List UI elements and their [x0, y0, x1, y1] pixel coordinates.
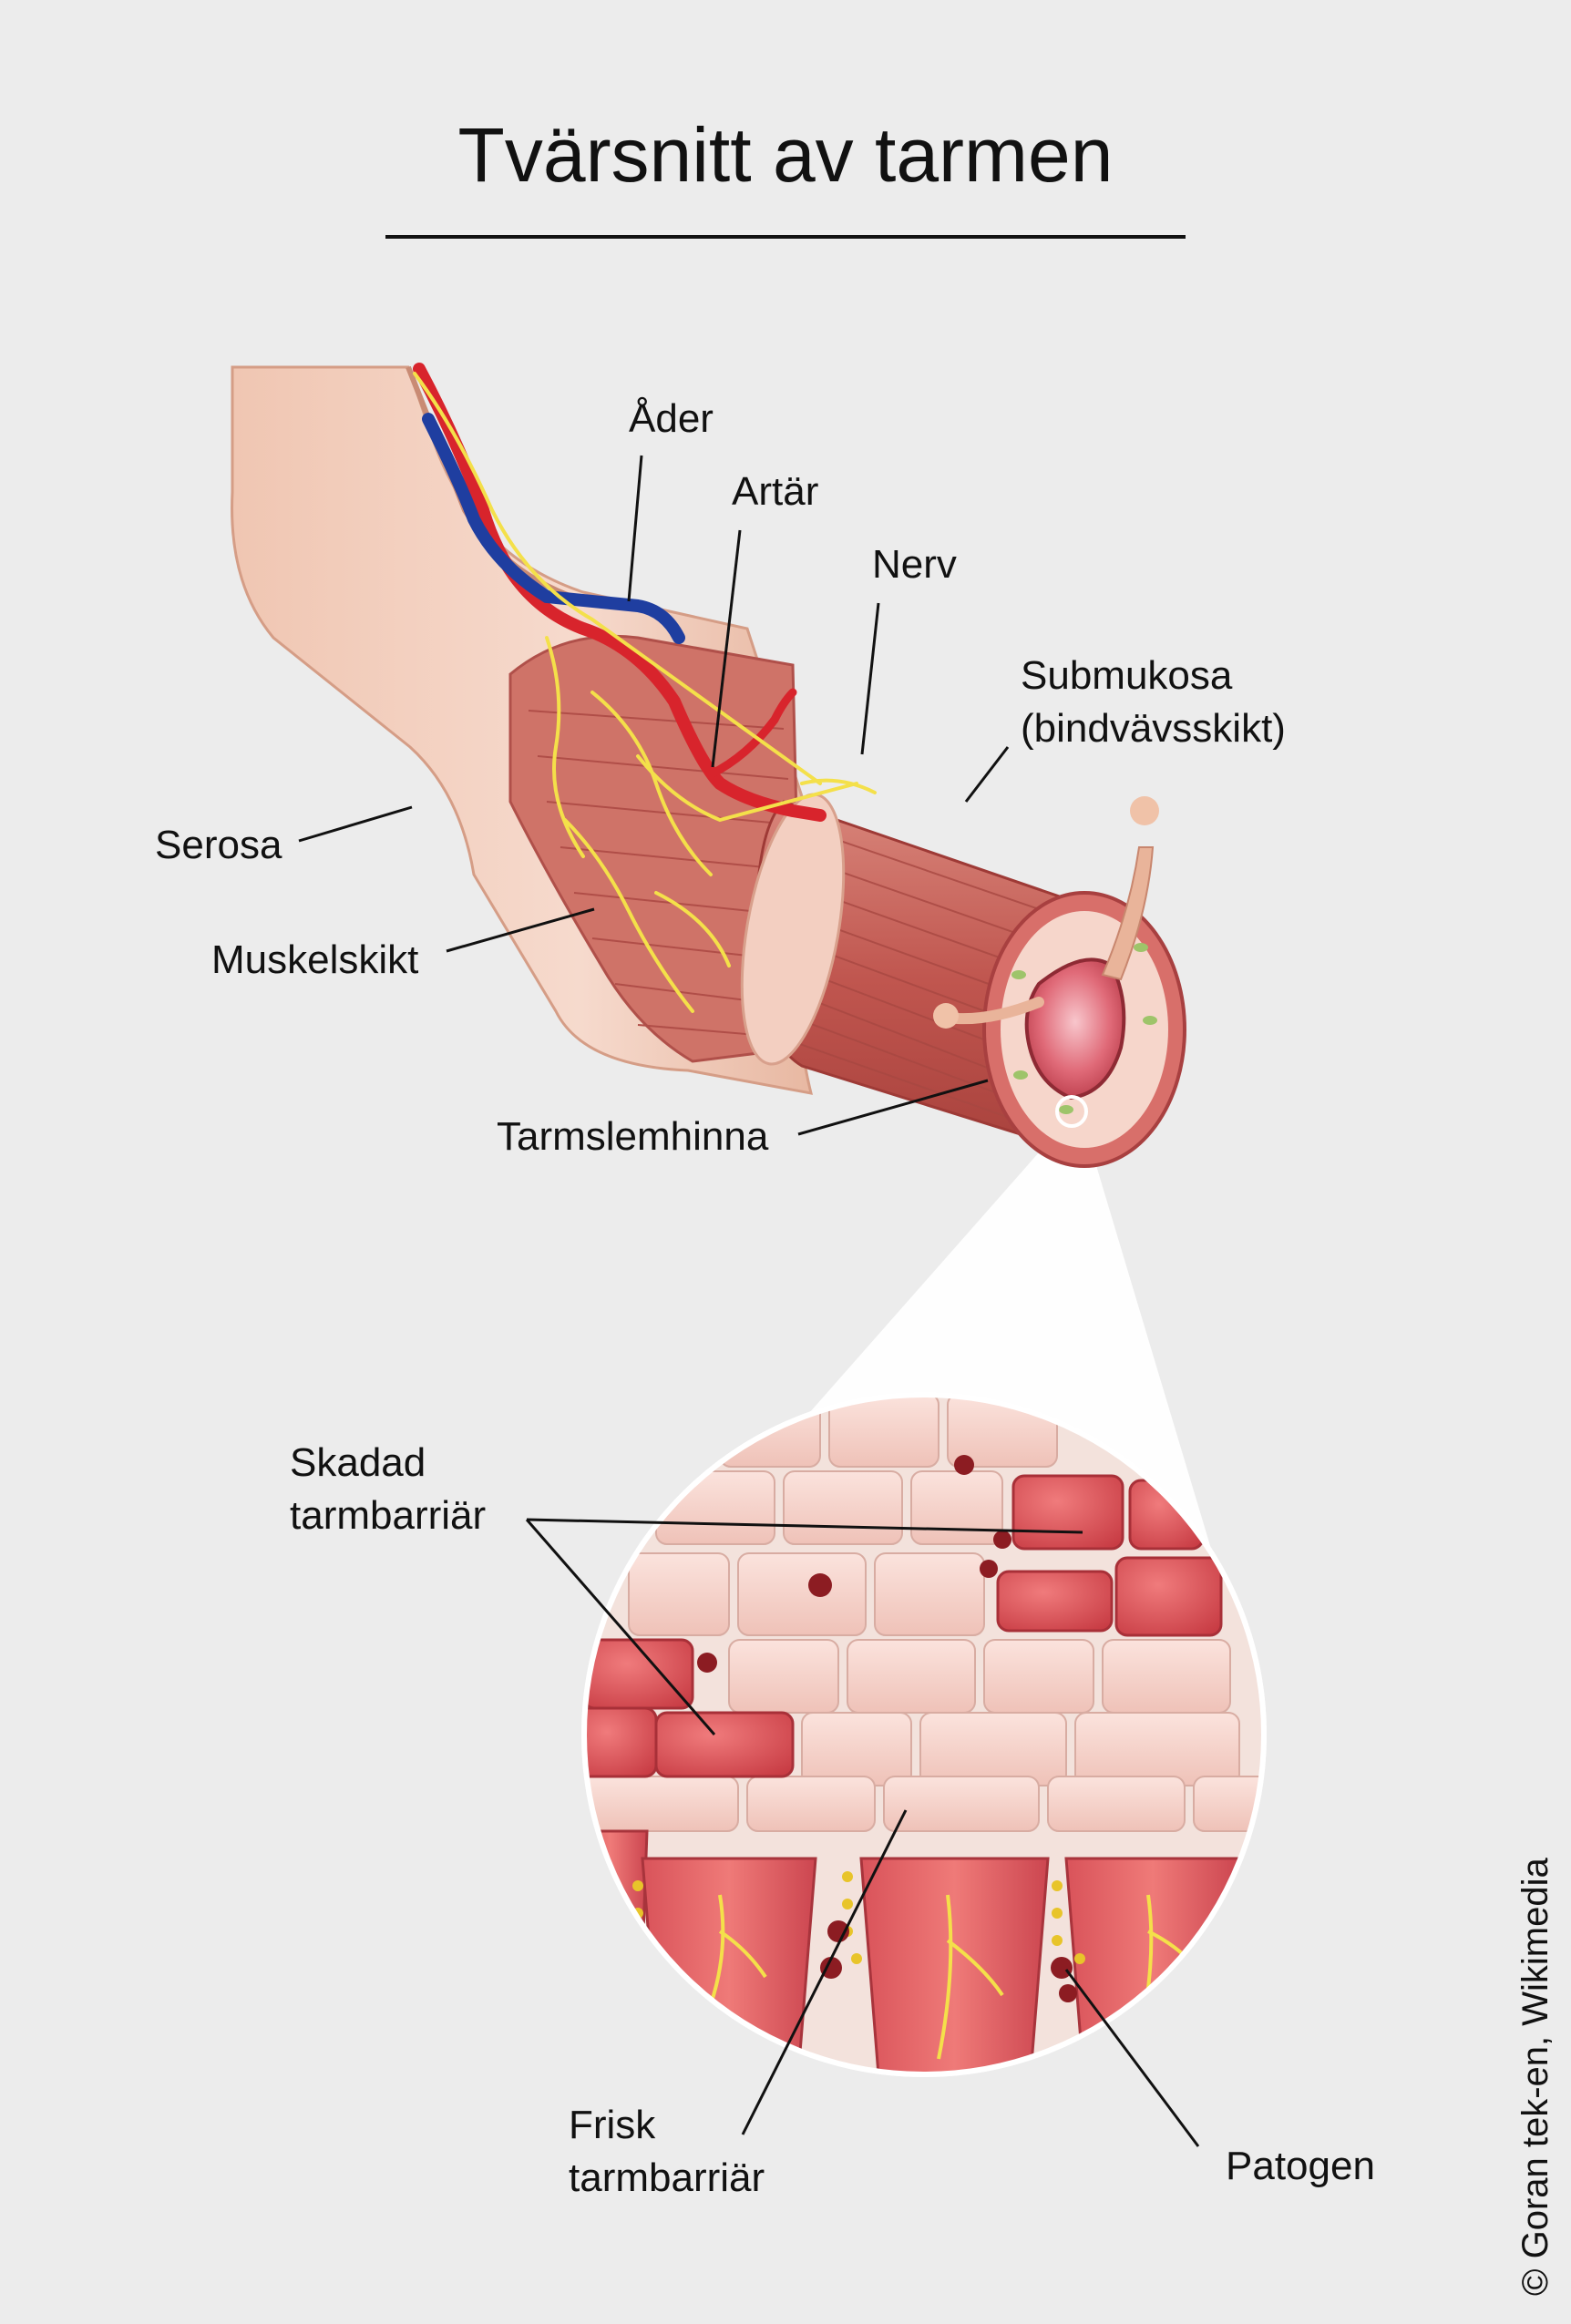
pathogens [697, 1455, 1077, 2002]
label-frisk-line1: Frisk [569, 2103, 656, 2147]
damaged-cells [584, 1474, 1223, 1778]
villi-columns [584, 1829, 1241, 2074]
label-submukosa-line2: (bindvävsskikt) [1021, 706, 1286, 751]
villus-projection [1101, 846, 1155, 981]
label-serosa: Serosa [155, 823, 282, 867]
vein-vessel [422, 413, 685, 644]
muscle-cut-face [508, 634, 804, 1063]
villus-left [951, 997, 1044, 1025]
label-frisk-line2: tarmbarriär [569, 2155, 765, 2200]
magnified-view-ring [581, 1392, 1267, 2077]
label-skadad-line1: Skadad [290, 1440, 426, 1485]
villus-tip [1130, 796, 1159, 825]
image-credit: © Goran tek-en, Wikimedia [1515, 1858, 1556, 2296]
label-nerv: Nerv [872, 542, 957, 587]
label-tarmslemhinna: Tarmslemhinna [497, 1114, 769, 1159]
label-skadad-line2: tarmbarriär [290, 1493, 487, 1538]
leader-lines-top [298, 455, 1010, 1136]
label-artar: Artär [732, 469, 819, 514]
zoom-origin-ring [1055, 1095, 1088, 1128]
lumen [1024, 957, 1126, 1101]
nerve-network [413, 372, 877, 1013]
label-patogen: Patogen [1226, 2144, 1375, 2188]
label-muskelskikt: Muskelskikt [211, 937, 419, 982]
label-submukosa-line1: Submukosa [1021, 653, 1233, 698]
artery-branch [706, 688, 797, 779]
villus-left-tip [933, 1003, 959, 1029]
healthy-cells [584, 1395, 1264, 1832]
green-glands [1011, 943, 1157, 1114]
leader-lines-bottom [525, 1518, 1200, 2147]
artery-vessel [413, 363, 827, 822]
magnified-view [584, 1395, 1264, 2074]
page-title: Tvärsnitt av tarmen [457, 112, 1114, 198]
label-ader: Åder [629, 396, 714, 441]
